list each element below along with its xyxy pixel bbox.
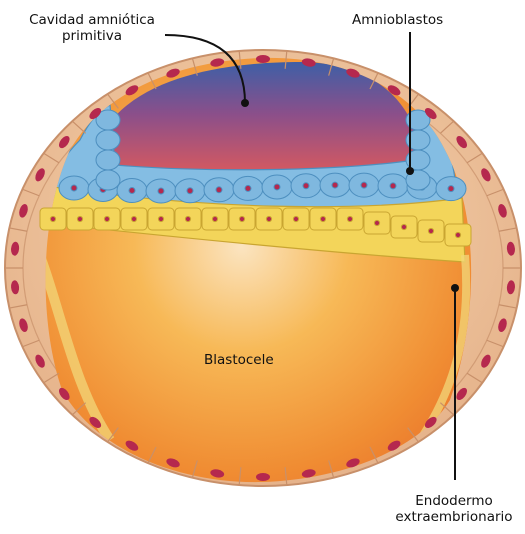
epiblast-nucleus — [104, 216, 109, 221]
amnioblast-nucleus — [158, 188, 164, 194]
epiblast-nucleus — [293, 216, 298, 221]
amnioblast-nucleus — [274, 184, 280, 190]
amnioblast-cell — [96, 150, 120, 170]
amnioblast-nucleus — [303, 183, 309, 189]
amnioblast-cell — [96, 170, 120, 190]
epiblast-nucleus — [158, 216, 163, 221]
epiblast-nucleus — [320, 216, 325, 221]
epiblast-nucleus — [212, 216, 217, 221]
amniotic-cavity-label: Cavidad amniótica primitiva — [12, 12, 172, 44]
epiblast-nucleus — [266, 216, 271, 221]
epiblast-nucleus — [77, 216, 82, 221]
epiblast-nucleus — [347, 216, 352, 221]
amnioblast-nucleus — [216, 187, 222, 193]
trophoblast-nucleus — [256, 55, 270, 63]
amnioblast-nucleus — [129, 188, 135, 194]
amniotic-cavity-label-line1: Cavidad amniótica — [12, 12, 172, 28]
endoderm-label-line1: Endodermo — [384, 493, 524, 509]
epiblast-nucleus — [50, 216, 55, 221]
amnioblasts-label: Amnioblastos — [352, 12, 443, 28]
amnioblast-nucleus — [361, 182, 367, 188]
amnioblast-nucleus — [245, 185, 251, 191]
amnioblast-nucleus — [332, 182, 338, 188]
epiblast-nucleus — [131, 216, 136, 221]
blastocoel-label: Blastocele — [204, 352, 274, 368]
epiblast-nucleus — [428, 228, 433, 233]
epiblast-nucleus — [401, 224, 406, 229]
amnioblast-nucleus — [448, 186, 454, 192]
amnioblast-nucleus — [187, 188, 193, 194]
epiblast-nucleus — [455, 232, 460, 237]
endoderm-label: Endodermo extraembrionario — [384, 493, 524, 525]
trophoblast-nucleus — [256, 473, 270, 481]
epiblast-nucleus — [374, 220, 379, 225]
epiblast-nucleus — [239, 216, 244, 221]
amnioblast-cell — [96, 130, 120, 150]
amnioblast-nucleus — [390, 183, 396, 189]
endoderm-label-line2: extraembrionario — [384, 509, 524, 525]
amniotic-cavity-label-line2: primitiva — [12, 28, 172, 44]
epiblast-nucleus — [185, 216, 190, 221]
amnioblast-nucleus — [71, 185, 77, 191]
